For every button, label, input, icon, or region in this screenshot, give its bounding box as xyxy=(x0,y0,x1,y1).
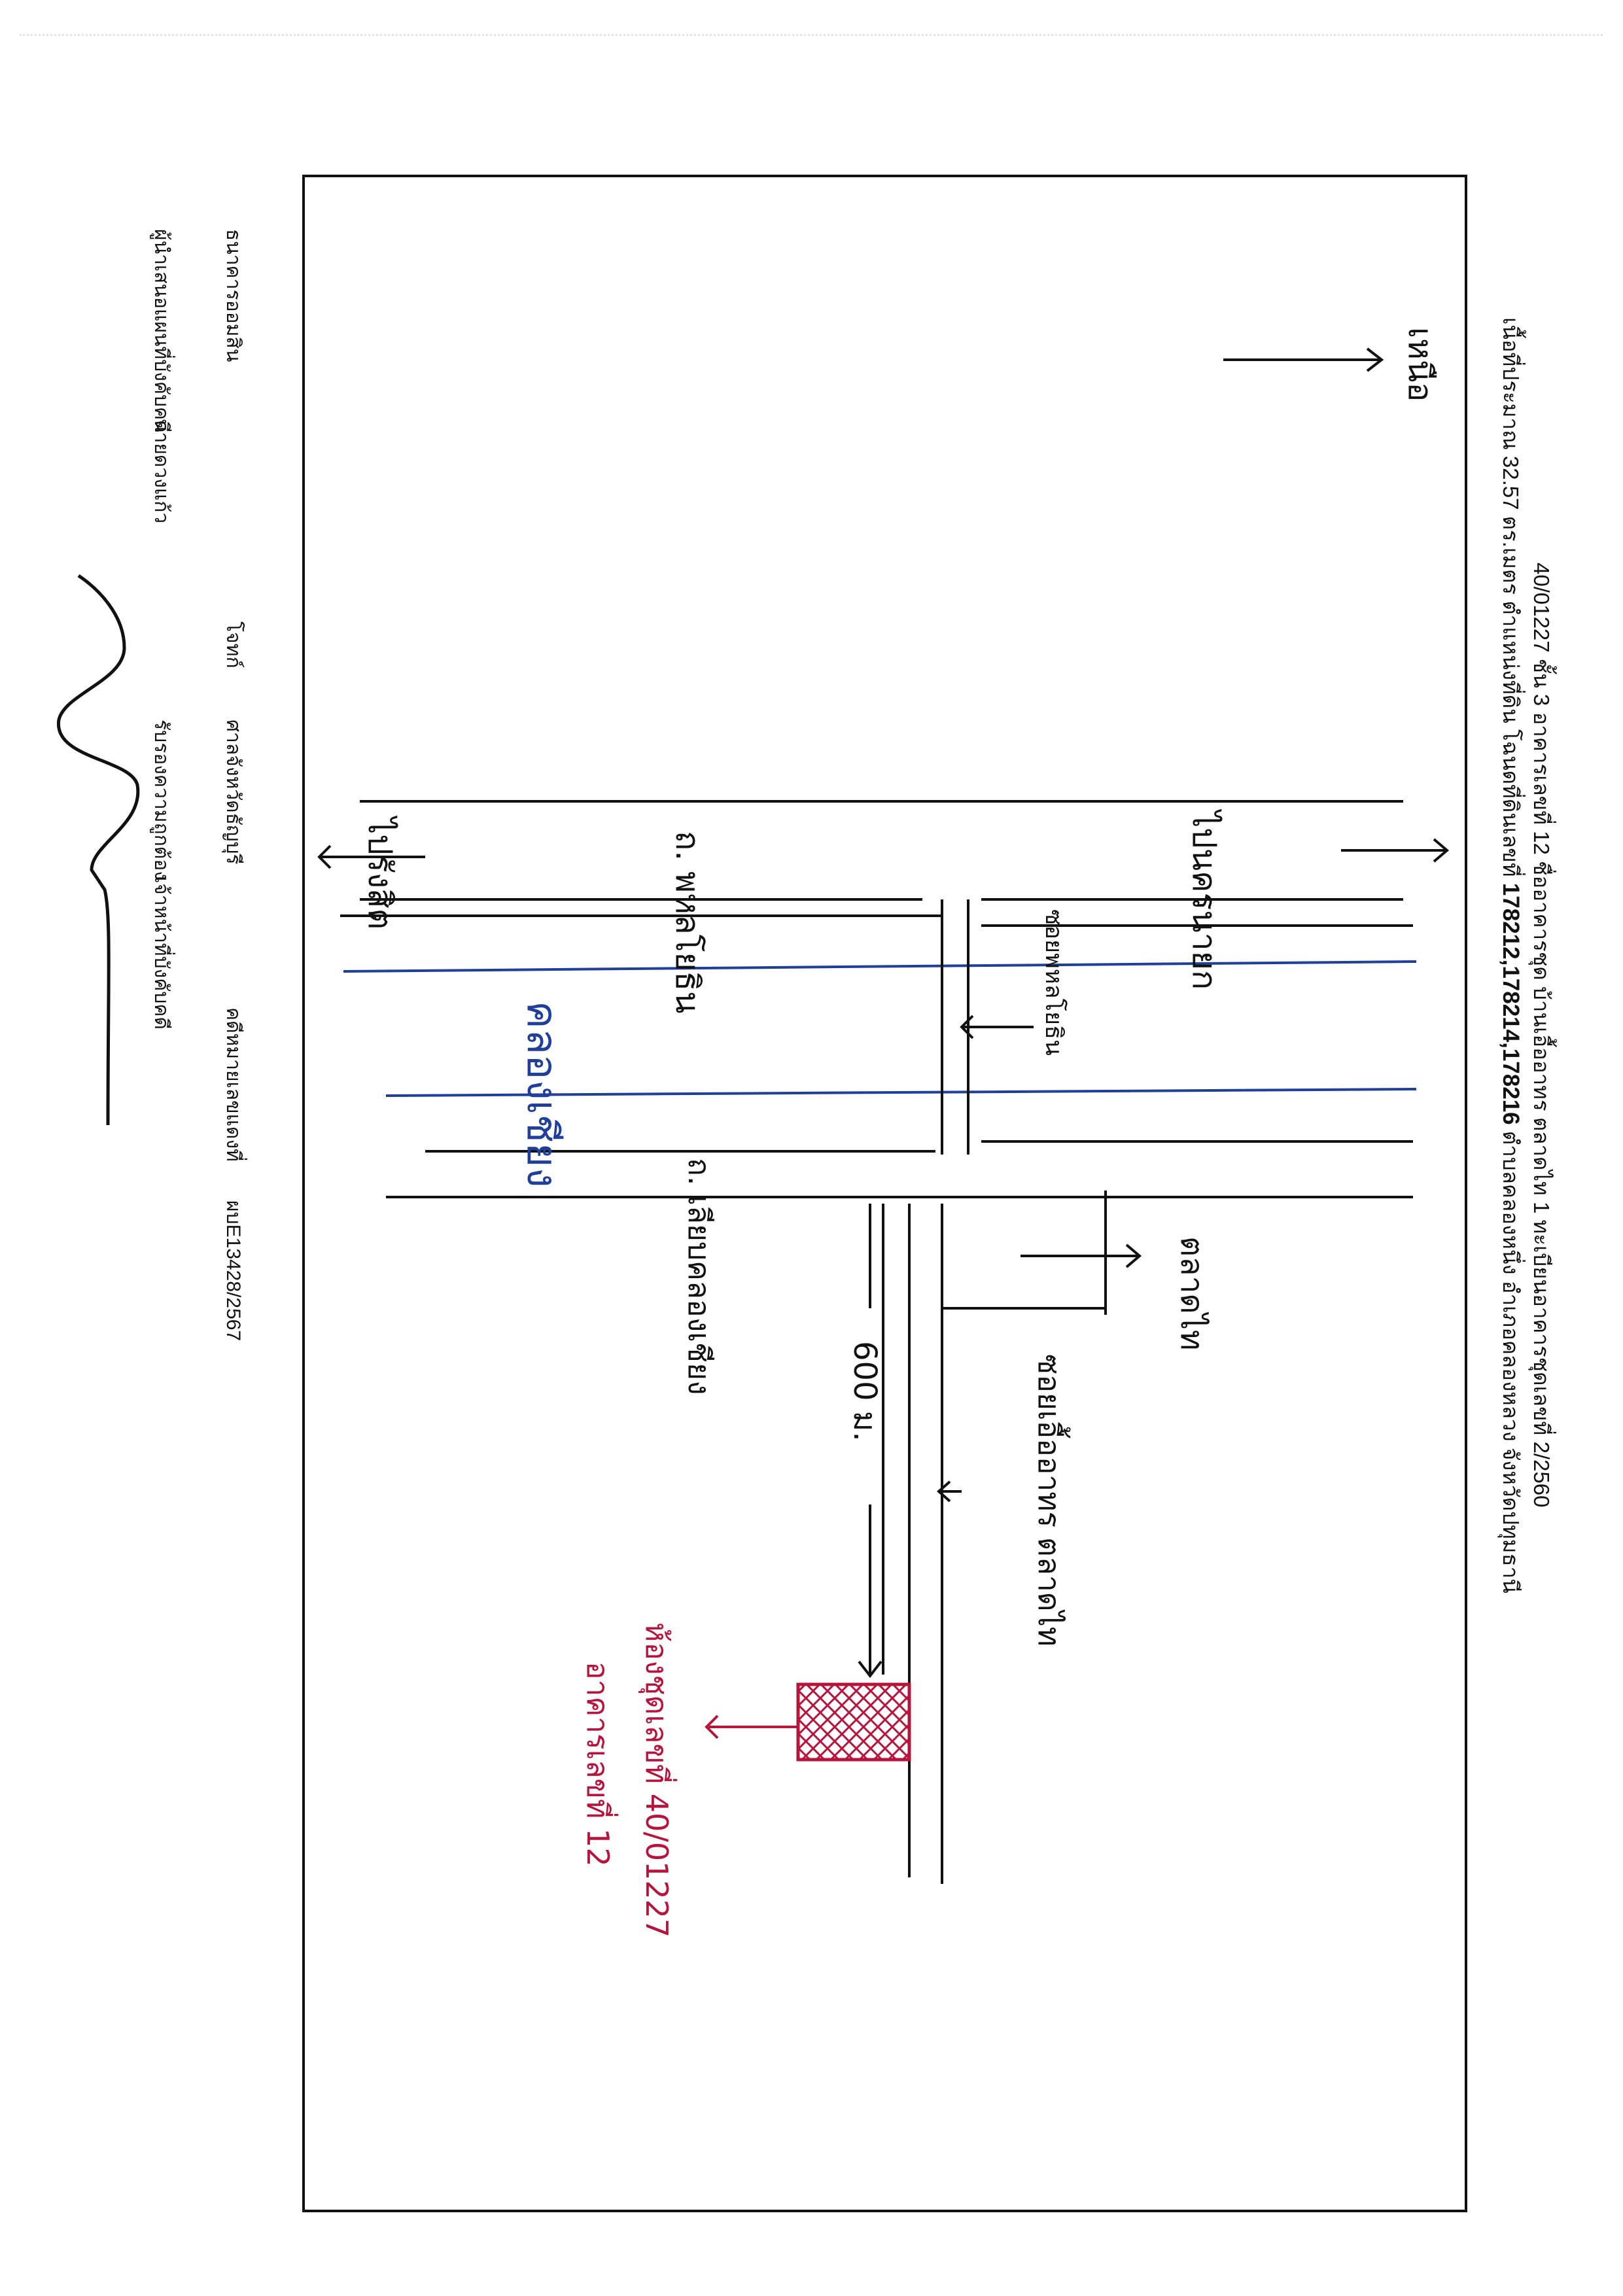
label-soi-housing: ซอยเอื้ออาทร ตลาดไท xyxy=(1032,1354,1067,1647)
label-unit-number: ห้องชุดเลขที่ 40/01227 xyxy=(639,1622,674,1938)
north-arrow xyxy=(1223,347,1384,372)
label-canal: คลองเชียง xyxy=(517,1001,566,1188)
soi-road xyxy=(882,1204,962,1884)
side-road xyxy=(941,899,1034,1155)
north-label: เหนือ xyxy=(1401,327,1439,402)
canal-edges xyxy=(340,914,1413,1153)
market-pointer xyxy=(942,1191,1142,1315)
canal xyxy=(343,960,1417,1097)
main-road xyxy=(317,800,1450,901)
label-market: ตลาดไท xyxy=(1174,1236,1210,1351)
label-distance: 600 ม. xyxy=(846,1341,883,1442)
label-side-road: ซอยพหลโยธิน xyxy=(1040,909,1067,1056)
label-main-road: ถ. พหลโยธิน xyxy=(669,831,707,1014)
label-unit-building: อาคารเลขที่ 12 xyxy=(580,1661,616,1867)
signature xyxy=(57,574,140,1126)
map-frame xyxy=(302,175,1467,2212)
target-unit-marker xyxy=(705,1682,911,1762)
label-canal-road: ถ. เลียบคลองเชียง xyxy=(682,1158,717,1395)
scan-edge-line xyxy=(20,34,1603,36)
label-to-rangsit: ไปรังสิต xyxy=(361,818,399,930)
label-to-nakhon-nayok: ไปนครนายก xyxy=(1185,811,1223,990)
distance-arrow xyxy=(858,1204,882,1679)
